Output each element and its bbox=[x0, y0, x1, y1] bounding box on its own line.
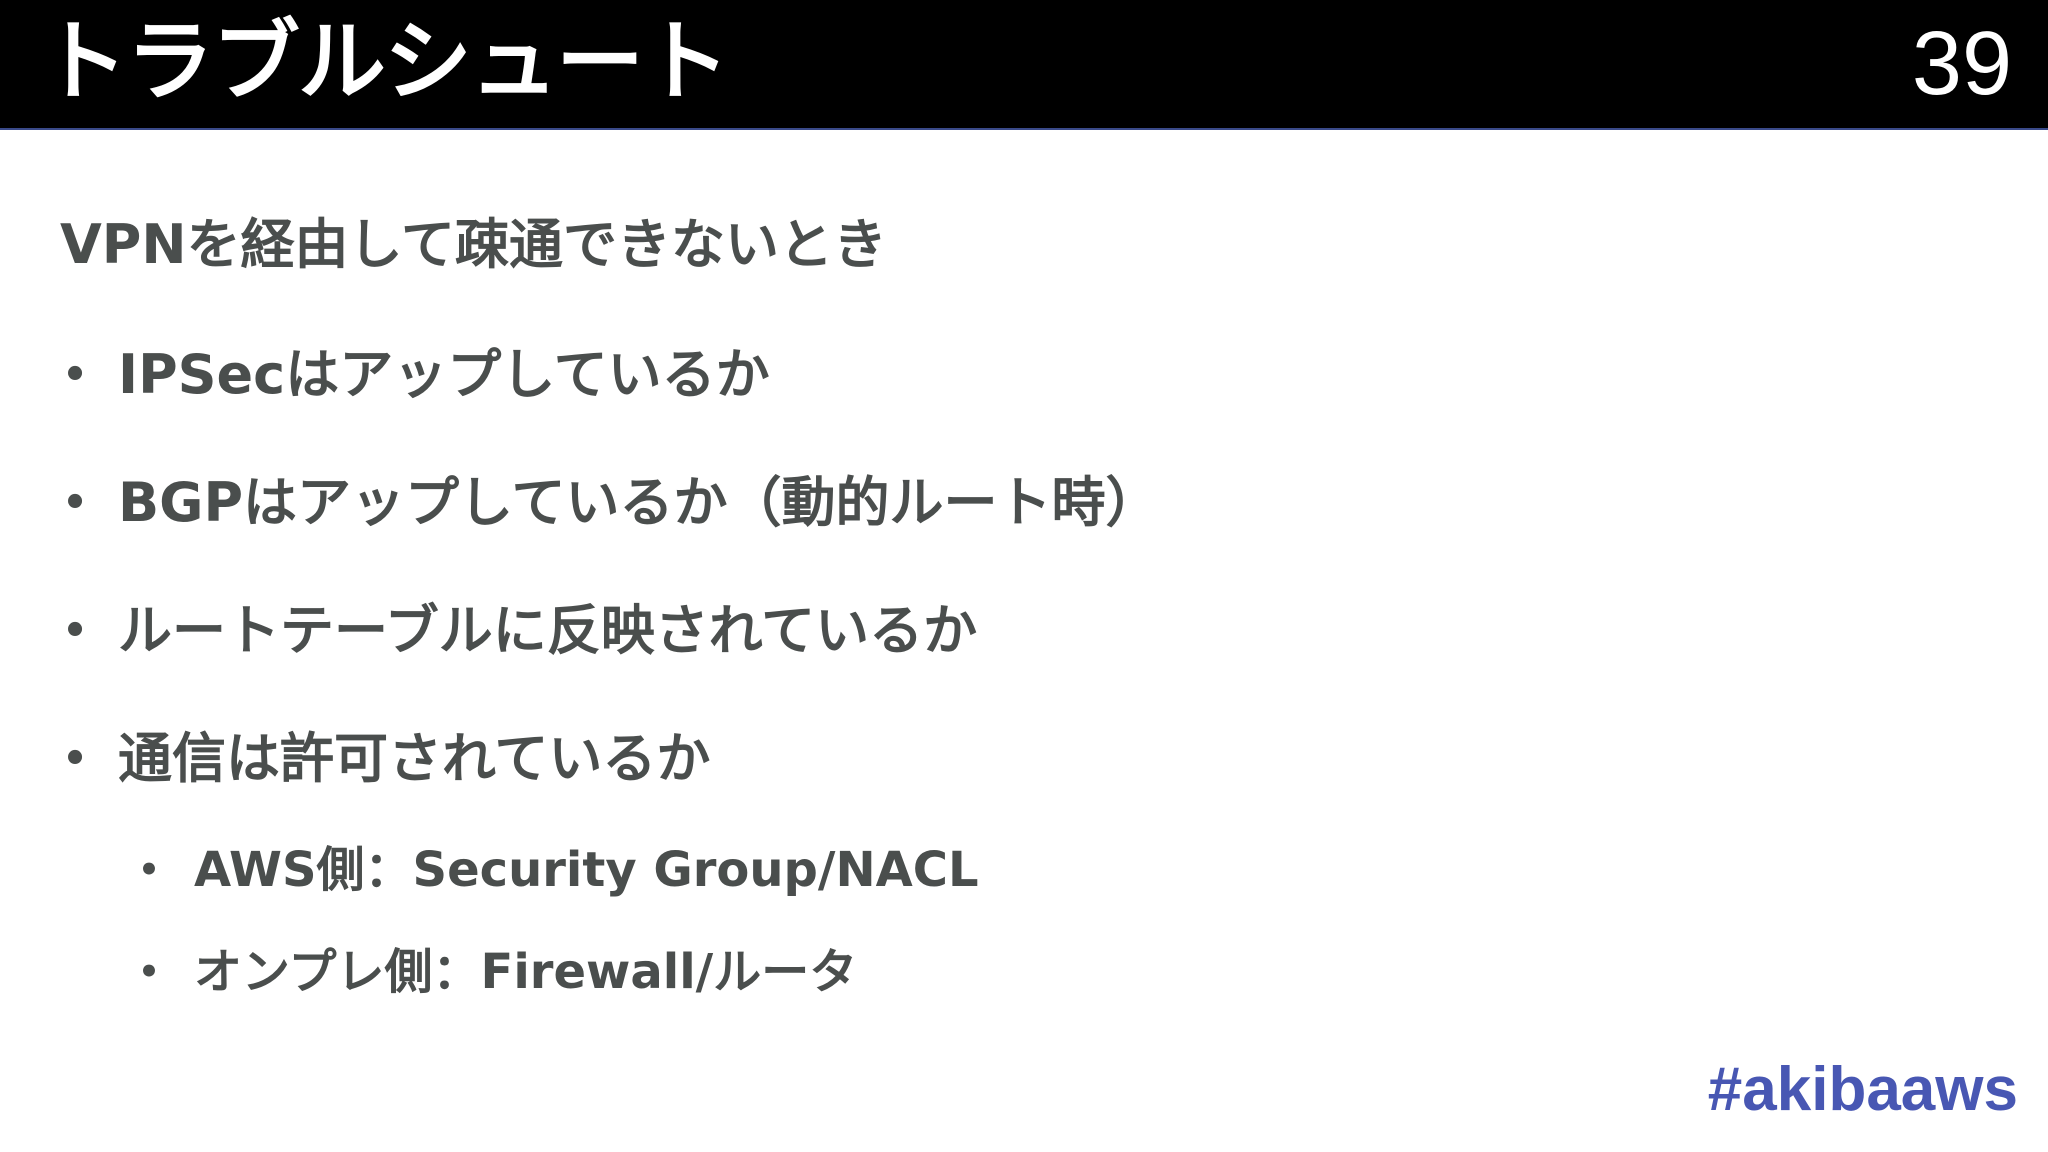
bullet-text: BGPはアップしているか（動的ルート時） bbox=[118, 471, 1160, 534]
bullet-text: IPSecはアップしているか bbox=[118, 343, 770, 406]
bullet-dot-icon: • bbox=[62, 480, 88, 526]
sub-bullet-text: オンプレ側：Firewall/ルータ bbox=[194, 944, 858, 1000]
bullet-dot-icon: • bbox=[62, 608, 88, 654]
slide-title: トラブルシュート bbox=[40, 10, 730, 113]
bullet-text: 通信は許可されているか bbox=[118, 727, 711, 790]
sub-bullet-text: AWS側：Security Group/NACL bbox=[194, 842, 979, 898]
bullet-dot-icon: • bbox=[62, 352, 88, 398]
bullet-dot-icon: • bbox=[62, 736, 88, 782]
slide-number: 39 bbox=[1911, 14, 2012, 114]
sub-bullet-dot-icon: • bbox=[138, 952, 160, 992]
slide-header: トラブルシュート 39 bbox=[0, 0, 2048, 130]
section-heading: VPNを経由して疎通できないとき bbox=[60, 213, 887, 276]
event-hashtag: #akibaaws bbox=[1707, 1055, 2018, 1124]
bullet-text: ルートテーブルに反映されているか bbox=[118, 599, 978, 662]
sub-bullet-dot-icon: • bbox=[138, 850, 160, 890]
